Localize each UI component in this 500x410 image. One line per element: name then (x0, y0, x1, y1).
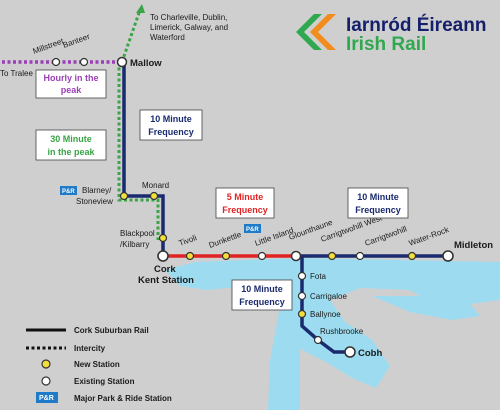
park-ride-label-blarney: P&R (62, 189, 75, 195)
svg-text:in the peak: in the peak (47, 147, 95, 157)
svg-text:Frequency: Frequency (355, 205, 401, 215)
box-hourly: Hourly in the peak (35, 69, 107, 99)
label-ballynoe: Ballynoe (310, 310, 341, 319)
station-rushbrooke[interactable] (313, 335, 323, 345)
west-direction-label: To Tralee (0, 69, 33, 78)
legend-existing-station-label: Existing Station (74, 377, 135, 386)
box-five-minute: 5 Minute Frequency (215, 187, 275, 219)
station-midleton[interactable] (442, 250, 454, 262)
park-ride-badge-little-island (244, 224, 261, 233)
north-direction-line2: Limerick, Galway, and (150, 23, 228, 32)
station-dunkettle[interactable] (221, 251, 231, 261)
box-ten-minute-north: 10 Minute Frequency (139, 109, 203, 141)
station-carrigtwohill-west[interactable] (327, 251, 337, 261)
box-ten-minute-cobh: 10 Minute Frequency (231, 279, 293, 311)
station-carrigtwohill[interactable] (355, 251, 365, 261)
svg-text:10 Minute: 10 Minute (150, 114, 192, 124)
station-millstreet[interactable] (51, 57, 61, 67)
legend-intercity-label: Intercity (74, 344, 106, 353)
station-fota[interactable] (297, 271, 307, 281)
svg-text:Hourly in the: Hourly in the (43, 73, 98, 83)
svg-text:Frequency: Frequency (148, 127, 194, 137)
station-water-rock[interactable] (407, 251, 417, 261)
svg-text:10 Minute: 10 Minute (241, 284, 283, 294)
legend-suburban-label: Cork Suburban Rail (74, 326, 149, 335)
brand-name-irish: Iarnród Éireann (346, 14, 486, 36)
svg-text:5 Minute: 5 Minute (227, 192, 264, 202)
label-blackpool-line1: Blackpool (120, 229, 155, 238)
suburban-line-mallow-cork (122, 62, 165, 258)
station-blackpool[interactable] (158, 233, 168, 243)
svg-text:Frequency: Frequency (222, 205, 268, 215)
station-monard[interactable] (149, 191, 159, 201)
label-cork-line1: Cork (154, 264, 176, 275)
label-fota: Fota (310, 272, 327, 281)
station-glounthaune[interactable] (290, 250, 302, 262)
label-cobh: Cobh (358, 348, 382, 359)
label-carrigaloe: Carrigaloe (310, 292, 347, 301)
cork-harbour-outlet (268, 296, 300, 410)
irish-rail-logo: Iarnród Éireann Irish Rail (296, 14, 486, 55)
svg-text:30 Minute: 30 Minute (50, 134, 92, 144)
label-rushbrooke: Rushbrooke (320, 327, 364, 336)
station-banteer[interactable] (79, 57, 89, 67)
label-midleton: Midleton (454, 240, 493, 251)
intercity-line-mallow-cork (117, 62, 160, 240)
label-cork-line2: Kent Station (138, 275, 194, 286)
cork-harbour-water (165, 258, 500, 388)
north-direction-line3: Waterford (150, 33, 185, 42)
legend-park-ride-badge-text: P&R (39, 395, 54, 402)
label-blarney-line2: Stoneview (76, 197, 113, 206)
east-estuary (372, 296, 480, 320)
logo-orange-chevron (310, 14, 336, 50)
svg-text:10 Minute: 10 Minute (357, 192, 399, 202)
label-blarney-line1: Blarney/ (82, 186, 112, 195)
box-thirty-minute: 30 Minute in the peak (35, 129, 107, 161)
station-tivoli[interactable] (185, 251, 195, 261)
legend-park-ride-label: Major Park & Ride Station (74, 394, 172, 403)
north-direction-line1: To Charleville, Dublin, (150, 13, 227, 22)
brand-name-english: Irish Rail (346, 34, 426, 55)
north-arrow-icon (136, 4, 145, 13)
label-blackpool-line2: /Kilbarry (120, 240, 149, 249)
station-little-island[interactable] (257, 251, 267, 261)
park-ride-badge-blarney (60, 186, 77, 195)
station-ballynoe[interactable] (297, 309, 307, 319)
legend-park-ride-icon (36, 392, 58, 403)
station-cork[interactable] (157, 250, 169, 262)
station-blarney[interactable] (119, 191, 129, 201)
svg-text:Frequency: Frequency (239, 297, 285, 307)
label-mallow: Mallow (130, 58, 162, 69)
label-monard: Monard (142, 181, 169, 190)
svg-text:peak: peak (61, 85, 83, 95)
logo-green-chevron (296, 14, 322, 50)
station-cobh[interactable] (344, 346, 356, 358)
intercity-line-north (120, 9, 142, 63)
legend-existing-station-icon (41, 376, 51, 386)
box-ten-minute-east: 10 Minute Frequency (347, 187, 409, 219)
station-mallow[interactable] (116, 56, 128, 68)
legend-new-station-icon (41, 359, 51, 369)
park-ride-label-little-island: P&R (246, 227, 259, 233)
station-carrigaloe[interactable] (297, 291, 307, 301)
legend: Cork Suburban Rail Intercity New Station… (26, 326, 172, 403)
legend-new-station-label: New Station (74, 360, 120, 369)
